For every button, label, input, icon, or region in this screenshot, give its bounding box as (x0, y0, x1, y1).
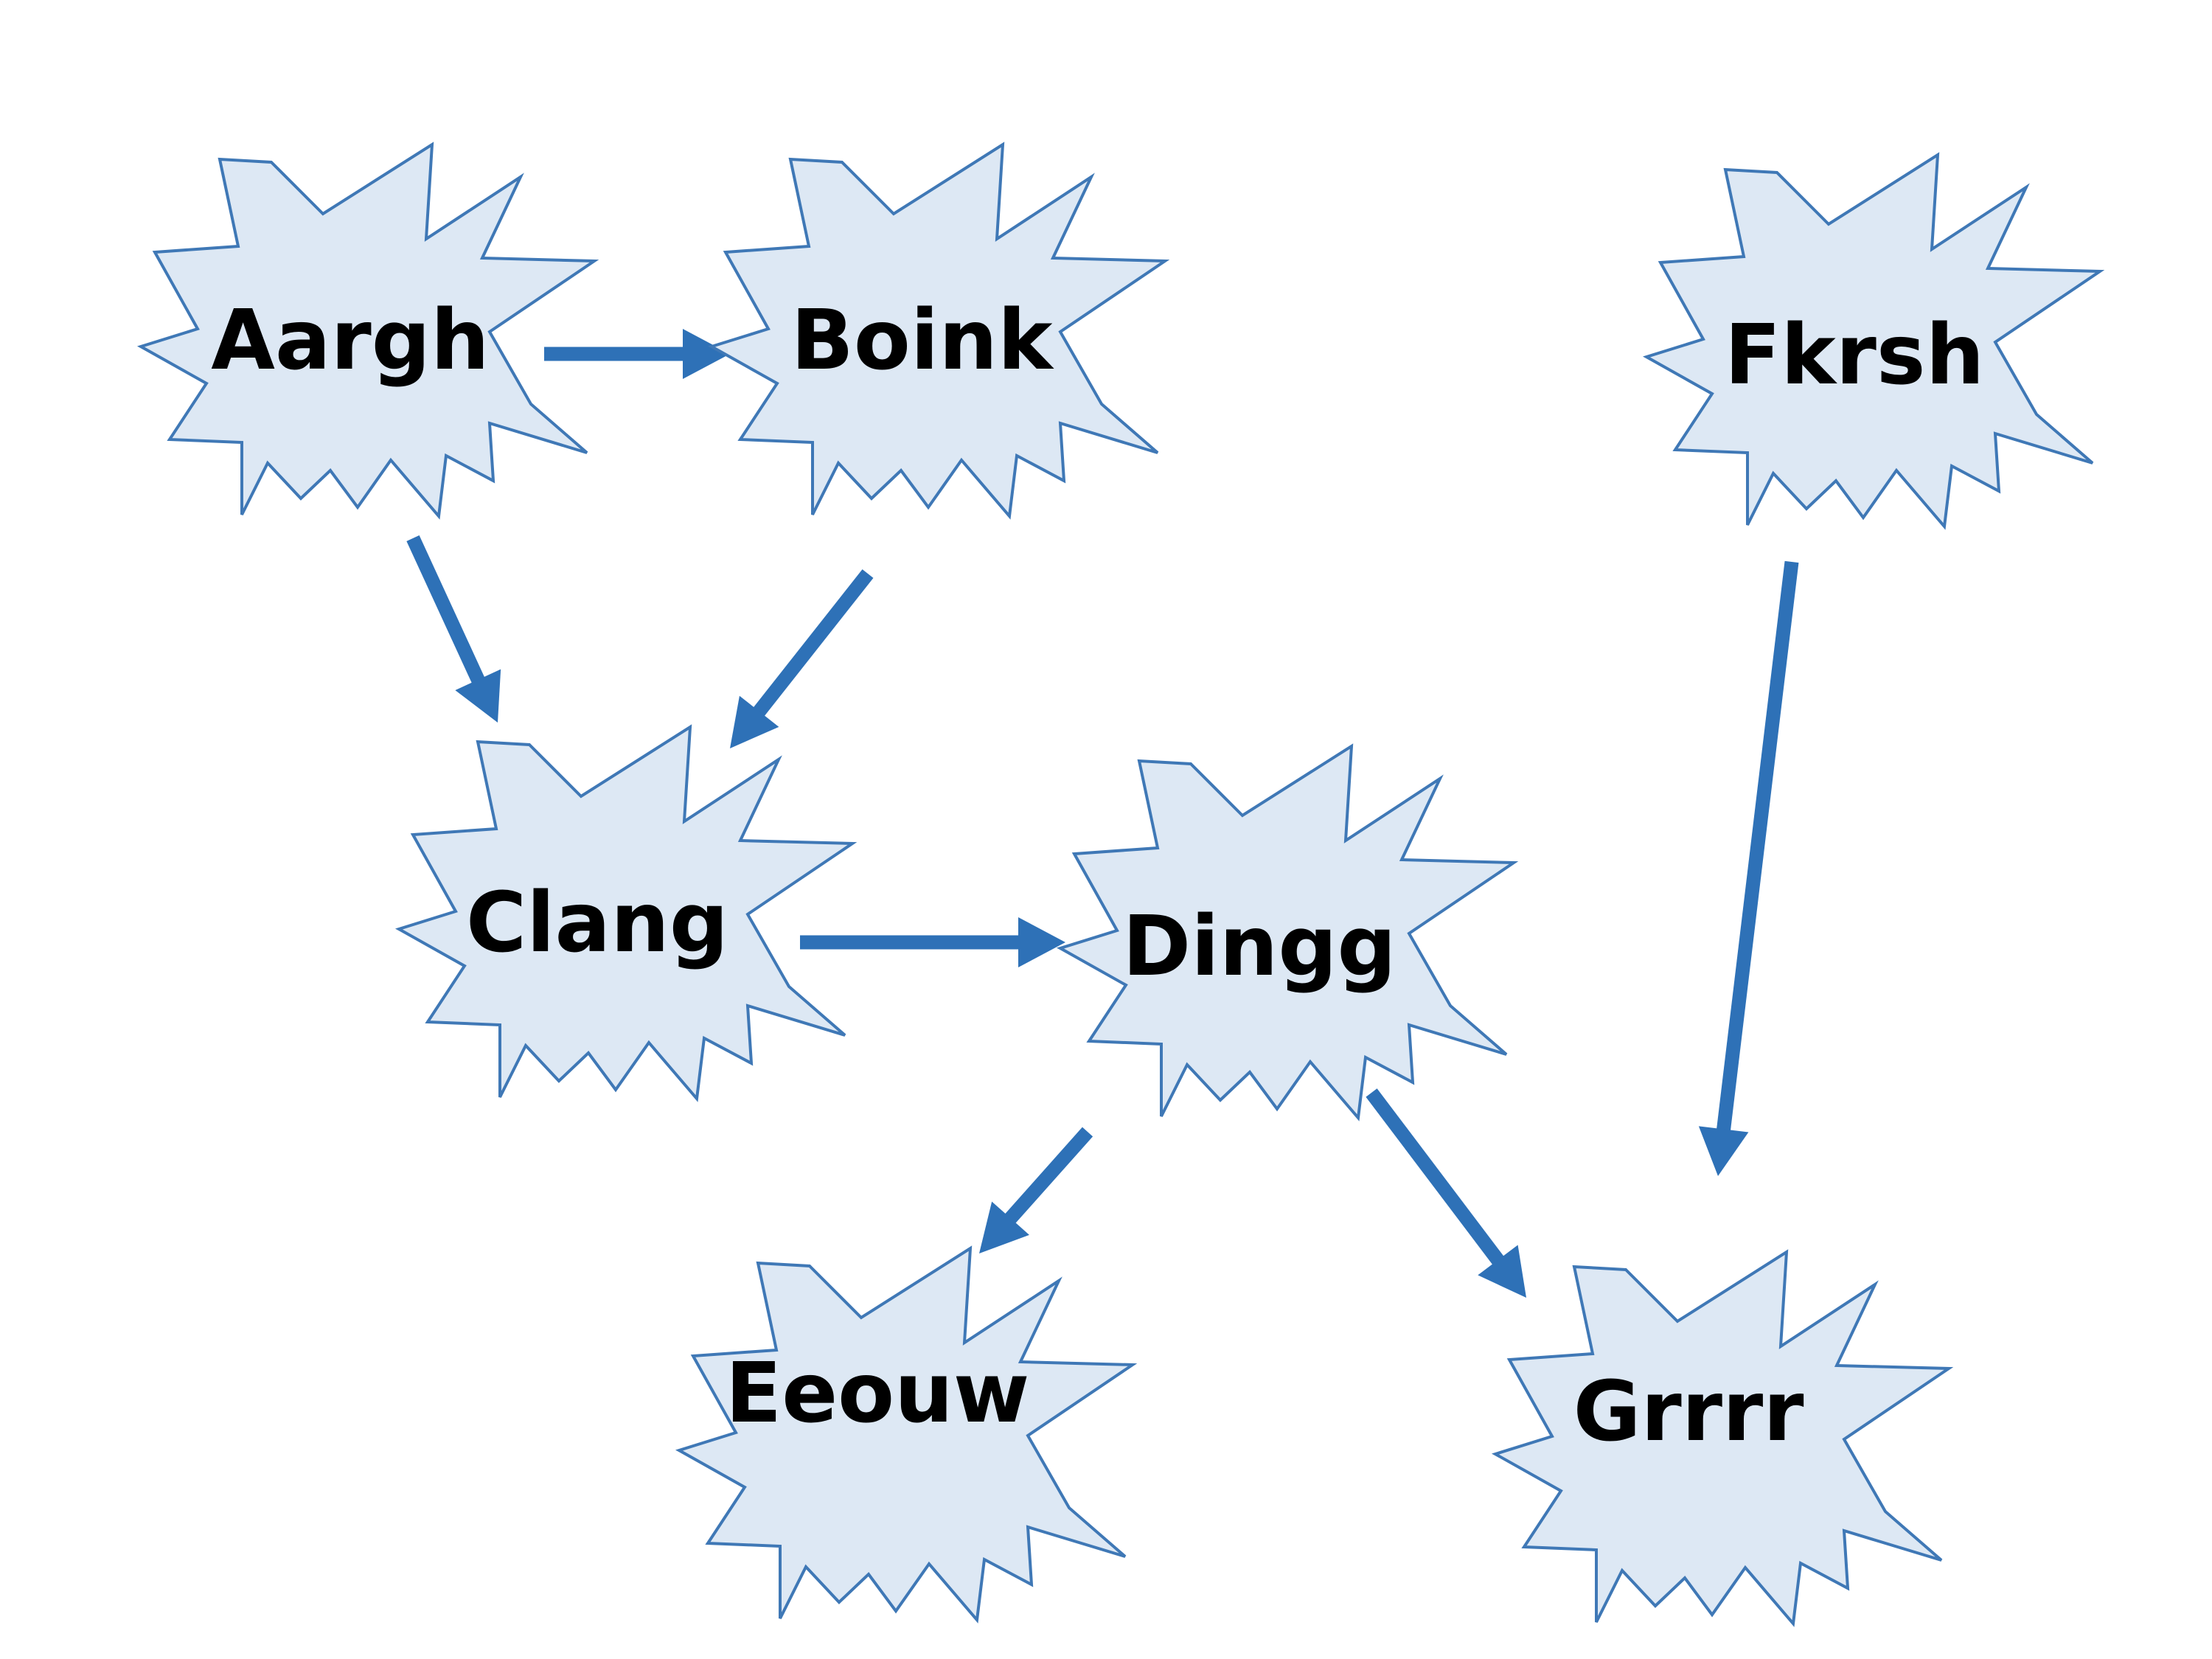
edge-line (1716, 560, 1799, 1132)
starburst-shape (1491, 1249, 1954, 1627)
edge-dingg-eeouw (979, 1127, 1093, 1253)
node-dingg: Dingg (1056, 743, 1519, 1121)
edge-line (752, 569, 874, 717)
starburst-shape (707, 142, 1170, 520)
edge-clang-dingg (800, 917, 1065, 967)
arrowhead (455, 669, 501, 723)
edge-line (1366, 1088, 1505, 1266)
node-label: Fkrsh (1725, 307, 1985, 403)
starburst-shape (1642, 152, 2105, 530)
node-aargh: Aargh (136, 142, 599, 520)
node-eeouw: Eeouw (675, 1245, 1138, 1624)
starburst-shape (394, 724, 858, 1102)
node-label: Boink (791, 293, 1054, 389)
arrowhead (730, 695, 779, 748)
edge-line (1004, 1127, 1093, 1225)
edge-aargh-boink (544, 329, 730, 379)
node-label: Clang (466, 875, 728, 971)
edge-dingg-grrrr (1366, 1088, 1526, 1298)
node-clang: Clang (394, 724, 858, 1102)
edge-boink-clang (730, 569, 874, 748)
node-label: Grrrr (1573, 1364, 1804, 1460)
node-grrrr: Grrrr (1491, 1249, 1954, 1627)
edge-line (406, 535, 485, 684)
starburst-shape (136, 142, 599, 520)
starburst-shape (1056, 743, 1519, 1121)
node-boink: Boink (707, 142, 1170, 520)
starburst-shape (675, 1245, 1138, 1624)
node-fkrsh: Fkrsh (1642, 152, 2105, 530)
edges-layer (406, 329, 1799, 1298)
node-label: Aargh (211, 293, 489, 389)
arrowhead (683, 329, 730, 379)
arrowhead (1478, 1245, 1526, 1298)
edge-fkrsh-grrrr (1698, 560, 1799, 1176)
arrowhead (1018, 917, 1065, 967)
arrowhead (979, 1201, 1029, 1253)
node-label: Dingg (1122, 899, 1396, 995)
edge-aargh-clang (406, 535, 501, 723)
node-label: Eeouw (726, 1346, 1030, 1441)
arrowhead (1698, 1126, 1749, 1176)
